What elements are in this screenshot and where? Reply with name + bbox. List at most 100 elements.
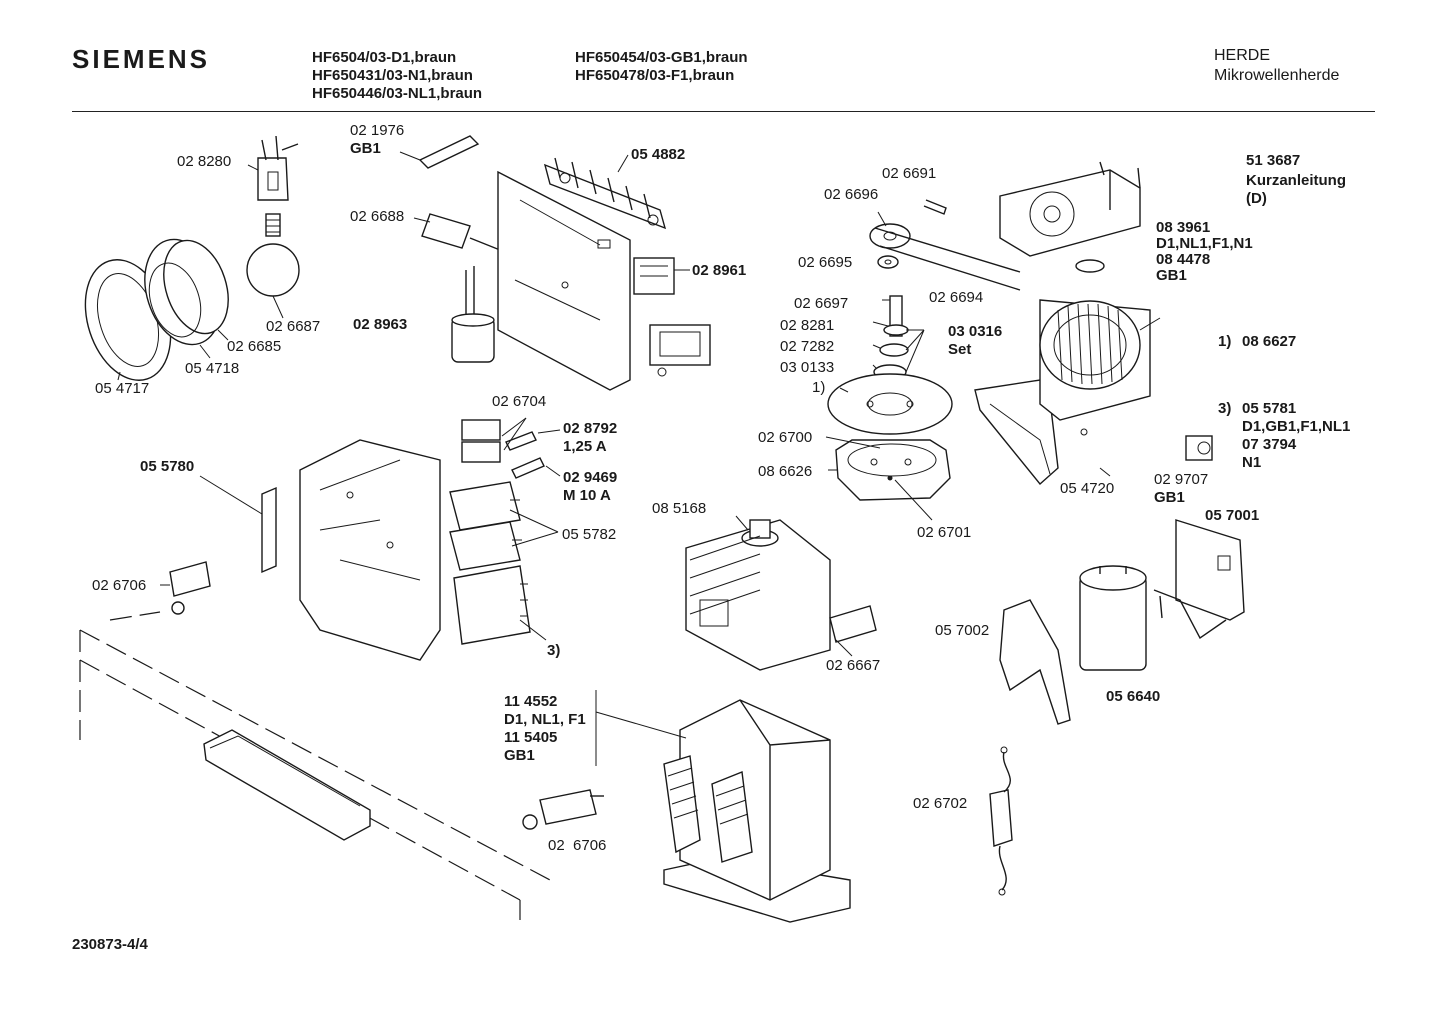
lamp-holder	[247, 135, 299, 201]
part-label: 05 4717	[95, 380, 150, 397]
variant-label: GB1	[1156, 267, 1187, 284]
door-latch-frame	[299, 439, 441, 661]
part-label: 02 7282	[780, 338, 835, 355]
model-line: HF650431/03-N1,braun	[312, 67, 473, 84]
hv-transformer	[595, 690, 851, 923]
microswitch-top	[160, 561, 211, 615]
part-label: 02 6688	[350, 208, 405, 225]
magnetron-filter	[829, 605, 877, 657]
resistor	[399, 135, 480, 169]
variant-label: N1	[1242, 454, 1262, 471]
stirrer-motor	[999, 161, 1141, 273]
category-title: HERDE	[1214, 47, 1271, 64]
part-label: 03 0133	[780, 359, 835, 376]
part-label: 02 6667	[826, 657, 881, 674]
part-label: 02 1976	[350, 122, 405, 139]
part-label: 08 4478	[1156, 251, 1211, 268]
capacitor-clamp	[999, 599, 1071, 725]
part-label: 02 6702	[913, 795, 968, 812]
part-label: 02 6700	[758, 429, 813, 446]
part-label: 02 6706	[548, 837, 607, 854]
variant-label: D1,NL1,F1,N1	[1156, 235, 1253, 252]
part-label: 11 5405	[504, 729, 558, 746]
part-label: 05 4882	[631, 146, 686, 163]
brand-logo: SIEMENS	[72, 44, 211, 74]
hv-capacitor	[413, 213, 501, 251]
relay-socket	[633, 257, 690, 295]
part-label: 02 6704	[492, 393, 547, 410]
footnote-ref: 3)	[1218, 400, 1232, 417]
part-label: 03 0316	[948, 323, 1003, 340]
variant-label: GB1	[504, 747, 535, 764]
variant-label: GB1	[1154, 489, 1185, 506]
part-label: 02 9469	[563, 469, 618, 486]
part-label: 08 3961	[1156, 219, 1211, 236]
spring-clip	[923, 199, 947, 215]
model-line: HF650454/03-GB1,braun	[575, 49, 748, 66]
subcategory-title: Mikrowellenherde	[1214, 67, 1340, 84]
part-label: 11 4552	[504, 693, 558, 710]
part-label: 02 9707	[1154, 471, 1209, 488]
part-label: 05 5782	[562, 526, 617, 543]
part-label: 02 8280	[177, 153, 232, 170]
model-line: HF6504/03-D1,braun	[312, 49, 457, 66]
lamp-lens	[84, 238, 229, 381]
variant-label: D1,GB1,F1,NL1	[1242, 418, 1351, 435]
part-label: 05 4720	[1060, 480, 1115, 497]
stirrer-fan	[825, 436, 951, 521]
part-label: 05 5780	[140, 458, 195, 475]
turntable-shaft	[872, 295, 925, 380]
heat-sink	[543, 154, 667, 230]
part-label: 07 3794	[1242, 436, 1297, 453]
magnetron	[685, 515, 831, 671]
variant-label: D1, NL1, F1	[504, 711, 586, 728]
switch-bracket	[199, 475, 277, 574]
part-label: 02 6687	[266, 318, 321, 335]
part-label: 02 6695	[798, 254, 853, 271]
model-line: HF650446/03-NL1,braun	[312, 85, 483, 102]
part-label: 02 6701	[917, 524, 972, 541]
footnote-ref: 3)	[547, 642, 561, 659]
part-label: 02 8792	[563, 420, 618, 437]
part-label: 02 6696	[824, 186, 879, 203]
part-label: 02 6685	[227, 338, 282, 355]
part-label: 08 6626	[758, 463, 813, 480]
part-label: 02 6694	[929, 289, 984, 306]
part-label: 08 5168	[652, 500, 707, 517]
part-label: 02 6691	[882, 165, 937, 182]
part-label: 05 4718	[185, 360, 240, 377]
part-label: 02 6697	[794, 295, 849, 312]
drive-pulley	[869, 211, 1021, 291]
doc-lang: (D)	[1246, 190, 1267, 207]
part-label: 02 8963	[353, 316, 408, 333]
drawing-id: 230873-4/4	[72, 936, 148, 953]
part-label: 51 3687	[1246, 152, 1301, 169]
part-label: 05 6640	[1106, 688, 1161, 705]
part-label: 05 5781	[1242, 400, 1297, 417]
mounting-bracket	[1153, 519, 1245, 640]
washer	[877, 255, 899, 269]
header-rule	[72, 111, 1375, 112]
part-label: 05 7002	[935, 622, 990, 639]
relays	[449, 481, 559, 645]
fuse-holders	[461, 417, 561, 479]
part-label: 05 7001	[1205, 507, 1260, 524]
variant-label: GB1	[350, 140, 381, 157]
set-label: Set	[948, 341, 972, 358]
lamp-bulb	[246, 213, 300, 319]
turntable-plate	[827, 373, 953, 435]
hv-capacitor-main	[1079, 565, 1147, 671]
part-label: 02 8961	[692, 262, 747, 279]
microswitch-bottom	[522, 789, 604, 830]
rating-label: 1,25 A	[563, 438, 607, 455]
blower-fan	[974, 299, 1161, 486]
part-label: 02 8281	[780, 317, 835, 334]
rating-label: M 10 A	[563, 487, 611, 504]
choke-coil	[451, 266, 495, 363]
part-label: 02 6706	[92, 577, 147, 594]
mounting-plate	[497, 170, 631, 391]
footnote-ref: 1)	[812, 379, 826, 396]
thermostat	[1185, 435, 1213, 461]
door-panel	[79, 611, 551, 920]
